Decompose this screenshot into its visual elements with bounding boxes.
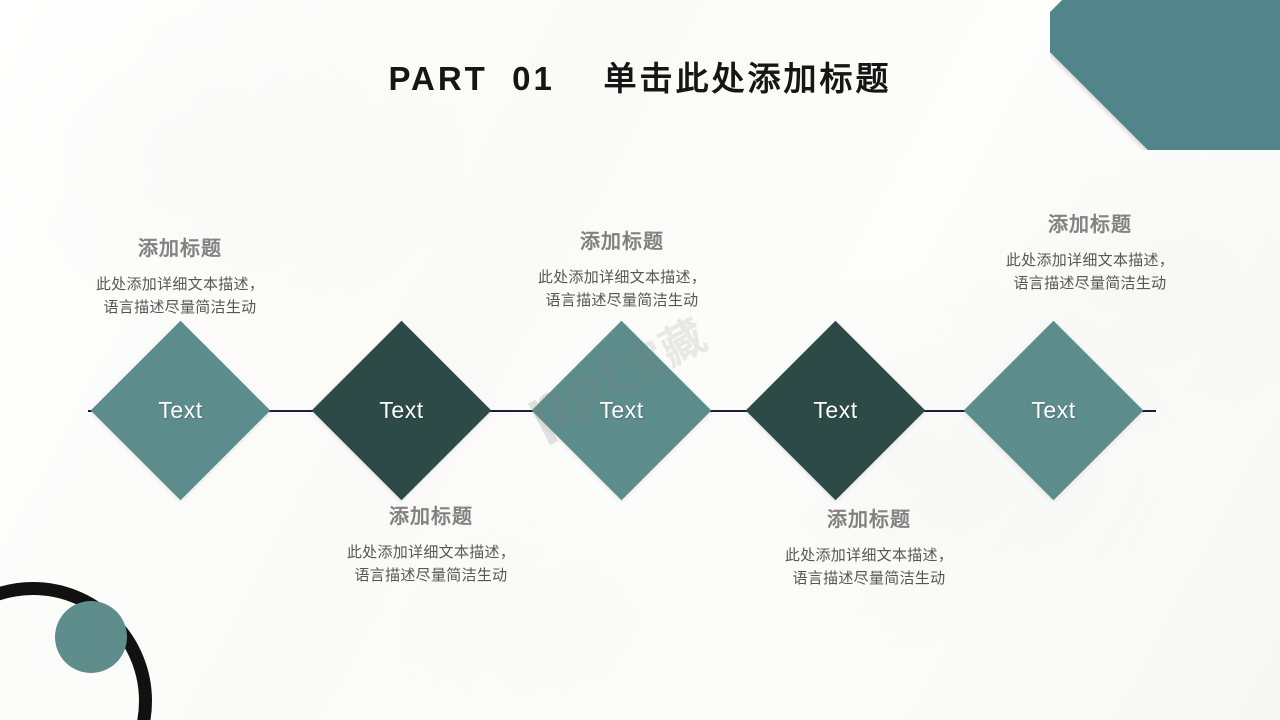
- arc-decoration: [0, 582, 164, 720]
- caption-body-line-2: 语言描述尽量简洁生动: [103, 299, 257, 317]
- arc-dot: [55, 601, 127, 673]
- caption-body-line-2: 语言描述尽量简洁生动: [1013, 275, 1167, 293]
- caption-body-line-1: 此处添加详细文本描述，: [537, 269, 707, 286]
- caption-title: 添加标题: [827, 509, 911, 531]
- caption-title: 添加标题: [1048, 214, 1132, 236]
- caption-body-line-1: 此处添加详细文本描述，: [346, 544, 516, 561]
- caption-body-line-1: 此处添加详细文本描述，: [784, 547, 954, 564]
- caption-node-4: 添加标题 此处添加详细文本描述， 语言描述尽量简洁生动: [744, 503, 994, 591]
- caption-body-line-1: 此处添加详细文本描述，: [1005, 252, 1175, 269]
- caption-body-line-2: 语言描述尽量简洁生动: [354, 567, 508, 585]
- caption-body-line-2: 语言描述尽量简洁生动: [545, 292, 699, 310]
- caption-node-5: 添加标题 此处添加详细文本描述， 语言描述尽量简洁生动: [965, 208, 1215, 296]
- timeline-node-4-label: Text: [813, 397, 858, 423]
- timeline-node-5-label: Text: [1031, 397, 1076, 423]
- page-title: PART 01 单击此处添加标题: [388, 60, 892, 97]
- arc-ring: [0, 582, 152, 720]
- caption-title: 添加标题: [389, 506, 473, 528]
- timeline-node-1-label: Text: [158, 397, 203, 423]
- caption-node-3: 添加标题 此处添加详细文本描述， 语言描述尽量简洁生动: [497, 225, 747, 313]
- caption-title: 添加标题: [138, 238, 222, 260]
- timeline-node-3-label: Text: [599, 397, 644, 423]
- caption-body-line-1: 此处添加详细文本描述，: [95, 276, 265, 293]
- caption-body-line-2: 语言描述尽量简洁生动: [792, 570, 946, 588]
- caption-node-1: 添加标题 此处添加详细文本描述， 语言描述尽量简洁生动: [55, 232, 305, 320]
- timeline-node-2-label: Text: [379, 397, 424, 423]
- caption-node-2: 添加标题 此处添加详细文本描述， 语言描述尽量简洁生动: [306, 500, 556, 588]
- caption-title: 添加标题: [580, 231, 664, 253]
